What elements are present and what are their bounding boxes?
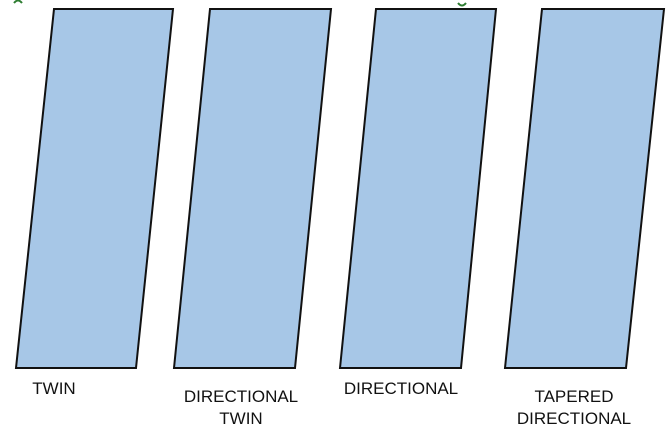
tapered-directional-stripe bbox=[503, 8, 666, 369]
tapered-directional-label: TAPERED DIRECTIONAL bbox=[496, 386, 652, 430]
directional-twin-label: DIRECTIONAL TWIN bbox=[166, 386, 316, 430]
directional-twin-stripe bbox=[172, 8, 333, 369]
directional-twin-label-line-1: DIRECTIONAL bbox=[183, 387, 299, 406]
twin-label: TWIN bbox=[14, 378, 94, 400]
twin-label-line-1: TWIN bbox=[32, 379, 76, 398]
tapered-directional-label-line-2: DIRECTIONAL bbox=[516, 409, 632, 428]
tapered-directional-label-line-1: TAPERED bbox=[534, 387, 614, 406]
twin-stripe bbox=[14, 8, 175, 369]
header-fragment bbox=[13, 0, 467, 7]
directional-twin-label-line-2: TWIN bbox=[219, 409, 263, 428]
directional-label: DIRECTIONAL bbox=[326, 378, 476, 400]
directional-label-line-1: DIRECTIONAL bbox=[343, 379, 459, 398]
directional-stripe bbox=[338, 8, 498, 369]
